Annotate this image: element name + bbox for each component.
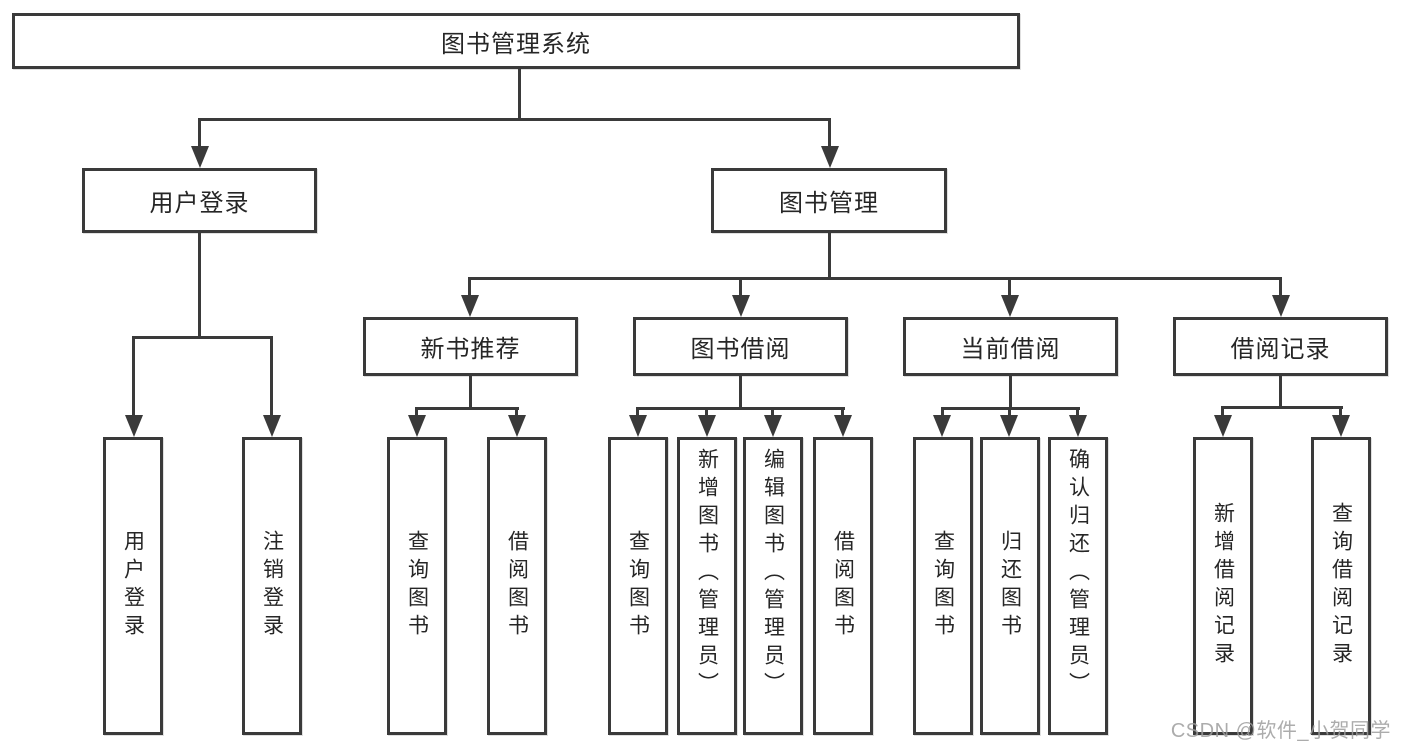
leaf-label: 借阅图书	[505, 530, 529, 642]
leaf-label: 借阅图书	[831, 530, 855, 642]
leaf-borrow-query-books: 查询图书	[608, 437, 668, 735]
connector-line	[739, 277, 742, 297]
leaf-current-query-books: 查询图书	[913, 437, 973, 735]
connector-line	[1279, 277, 1282, 297]
connector-line	[468, 277, 1282, 280]
leaf-label: 查询借阅记录	[1329, 502, 1353, 670]
leaf-borrow-borrow-books: 借阅图书	[813, 437, 873, 735]
leaf-user-login: 用户登录	[103, 437, 163, 735]
leaf-current-return-books: 归还图书	[980, 437, 1040, 735]
connector-line	[828, 231, 831, 277]
leaf-label: 查询图书	[405, 530, 429, 642]
node-book-management: 图书管理	[711, 168, 947, 233]
leaf-borrow-add-books-admin: 新增图书（管理员）	[677, 437, 737, 735]
connector-line	[841, 407, 844, 417]
leaf-label: 新增图书（管理员）	[695, 448, 719, 700]
connector-line	[636, 407, 845, 410]
connector-line	[1339, 406, 1342, 417]
connector-line	[132, 336, 273, 339]
arrowhead-icon	[408, 415, 426, 437]
node-current-borrow: 当前借阅	[903, 317, 1118, 376]
leaf-label: 编辑图书（管理员）	[761, 448, 785, 700]
connector-line	[132, 336, 135, 417]
leaf-record-add-borrow-record: 新增借阅记录	[1193, 437, 1253, 735]
connector-line	[198, 231, 201, 336]
arrowhead-icon	[764, 415, 782, 437]
leaf-borrow-edit-books-admin: 编辑图书（管理员）	[743, 437, 803, 735]
node-label: 用户登录	[149, 190, 250, 217]
leaf-record-query-borrow-record: 查询借阅记录	[1311, 437, 1371, 735]
arrowhead-icon	[933, 415, 951, 437]
arrowhead-icon	[191, 146, 209, 168]
arrowhead-icon	[698, 415, 716, 437]
connector-line	[1076, 407, 1079, 417]
arrowhead-icon	[461, 295, 479, 317]
leaf-label: 注销登录	[260, 530, 284, 642]
connector-line	[1221, 406, 1224, 417]
leaf-label: 新增借阅记录	[1211, 502, 1235, 670]
connector-line	[828, 118, 831, 148]
connector-line	[415, 407, 519, 410]
leaf-recommend-query-books: 查询图书	[387, 437, 447, 735]
connector-line	[636, 407, 639, 417]
arrowhead-icon	[125, 415, 143, 437]
leaf-label: 查询图书	[626, 530, 650, 642]
node-borrow-record: 借阅记录	[1173, 317, 1388, 376]
arrowhead-icon	[1332, 415, 1350, 437]
arrowhead-icon	[629, 415, 647, 437]
leaf-current-confirm-return-admin: 确认归还（管理员）	[1048, 437, 1108, 735]
connector-line	[415, 407, 418, 417]
node-label: 图书借阅	[690, 336, 791, 363]
leaf-recommend-borrow-books: 借阅图书	[487, 437, 547, 735]
leaf-label: 归还图书	[998, 530, 1022, 642]
connector-line	[468, 277, 471, 297]
arrowhead-icon	[821, 146, 839, 168]
leaf-label: 用户登录	[121, 530, 145, 642]
connector-line	[198, 118, 831, 121]
connector-line	[941, 407, 944, 417]
node-book-borrow: 图书借阅	[633, 317, 848, 376]
node-label: 图书管理	[779, 190, 879, 217]
leaf-label: 确认归还（管理员）	[1066, 448, 1090, 700]
connector-line	[771, 407, 774, 417]
connector-line	[705, 407, 708, 417]
arrowhead-icon	[1069, 415, 1087, 437]
node-library-management-system: 图书管理系统	[12, 13, 1020, 69]
connector-line	[270, 336, 273, 417]
arrowhead-icon	[508, 415, 526, 437]
leaf-label: 查询图书	[931, 530, 955, 642]
arrowhead-icon	[263, 415, 281, 437]
arrowhead-icon	[1272, 295, 1290, 317]
node-new-book-recommend: 新书推荐	[363, 317, 578, 376]
node-user-login: 用户登录	[82, 168, 317, 233]
connector-line	[515, 407, 518, 417]
csdn-watermark: CSDN @软件_小贺同学	[1170, 720, 1391, 742]
connector-line	[739, 374, 742, 407]
connector-line	[198, 118, 201, 148]
connector-line	[1008, 277, 1011, 297]
leaf-logout: 注销登录	[242, 437, 302, 735]
arrowhead-icon	[1000, 415, 1018, 437]
connector-line	[1279, 374, 1282, 406]
connector-line	[1008, 407, 1011, 417]
node-label: 图书管理系统	[441, 30, 591, 58]
connector-line	[1221, 406, 1343, 409]
node-label: 新书推荐	[420, 336, 521, 363]
arrowhead-icon	[1001, 295, 1019, 317]
connector-line	[1009, 374, 1012, 407]
connector-line	[518, 68, 521, 118]
arrowhead-icon	[732, 295, 750, 317]
arrowhead-icon	[834, 415, 852, 437]
node-label: 借阅记录	[1230, 336, 1331, 363]
node-label: 当前借阅	[960, 336, 1061, 363]
arrowhead-icon	[1214, 415, 1232, 437]
connector-line	[469, 374, 472, 407]
